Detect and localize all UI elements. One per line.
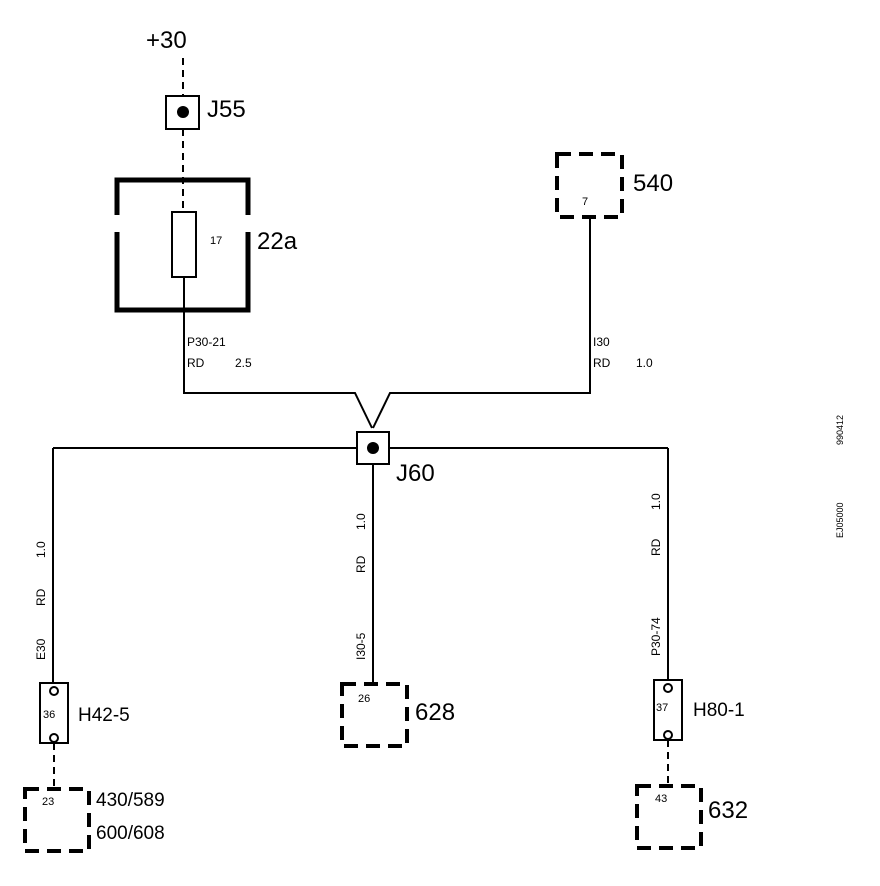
- wire-i30: [372, 217, 591, 429]
- wire-p30-74-id: P30-74: [649, 617, 663, 656]
- component-540-label: 540: [633, 170, 673, 197]
- reference-code-2: EJ05000: [835, 502, 845, 538]
- component-430-label-line2: 600/608: [96, 823, 165, 844]
- component-632-label: 632: [708, 797, 748, 824]
- wire-i30-color: RD: [593, 356, 611, 370]
- wire-p30-21-color: RD: [187, 356, 205, 370]
- component-632-pin: 43: [655, 793, 667, 805]
- wire-i30-id: I30: [593, 335, 610, 349]
- wire-p30-74-color: RD: [649, 538, 663, 556]
- component-540-box: [555, 152, 624, 219]
- wire-p30-21-id: P30-21: [187, 335, 226, 349]
- junction-j60: [356, 431, 390, 465]
- fuse-box-22a: [114, 177, 251, 313]
- connector-h42-5: [39, 682, 69, 744]
- component-430-label-line1: 430/589: [96, 790, 165, 811]
- junction-j55-label: J55: [207, 96, 246, 123]
- component-430-box: [23, 787, 91, 853]
- wire-i30-5-color: RD: [354, 555, 368, 573]
- component-430-pin: 23: [42, 796, 54, 808]
- connector-h42-5-pin: 36: [43, 709, 55, 721]
- junction-j55: [165, 95, 200, 130]
- fuse-number: 17: [210, 235, 222, 247]
- wire-i30-size: 1.0: [636, 356, 653, 370]
- component-628-label: 628: [415, 699, 455, 726]
- supply-label: +30: [146, 27, 187, 54]
- fuse-box-label: 22a: [257, 228, 298, 255]
- wire-e30-size: 1.0: [34, 541, 48, 558]
- wire-e30-color: RD: [34, 588, 48, 606]
- connector-h42-5-label: H42-5: [78, 705, 130, 726]
- wire-p30-21: [183, 277, 373, 429]
- wire-p30-21-size: 2.5: [235, 356, 252, 370]
- component-628-box: [340, 682, 409, 748]
- component-628-pin: 26: [358, 693, 370, 705]
- connector-h80-1-pin: 37: [656, 702, 668, 714]
- wire-i30-5-size: 1.0: [354, 513, 368, 530]
- connector-h80-1-label: H80-1: [693, 700, 745, 721]
- wire-e30-id: E30: [34, 638, 48, 660]
- wire-p30-74-size: 1.0: [649, 493, 663, 510]
- wire-i30-5-id: I30-5: [354, 632, 368, 660]
- reference-code-1: 990412: [835, 415, 845, 445]
- junction-j60-label: J60: [396, 460, 435, 487]
- component-632-box: [635, 784, 703, 850]
- component-540-pin: 7: [582, 196, 588, 208]
- fuse-17-icon: [171, 211, 197, 278]
